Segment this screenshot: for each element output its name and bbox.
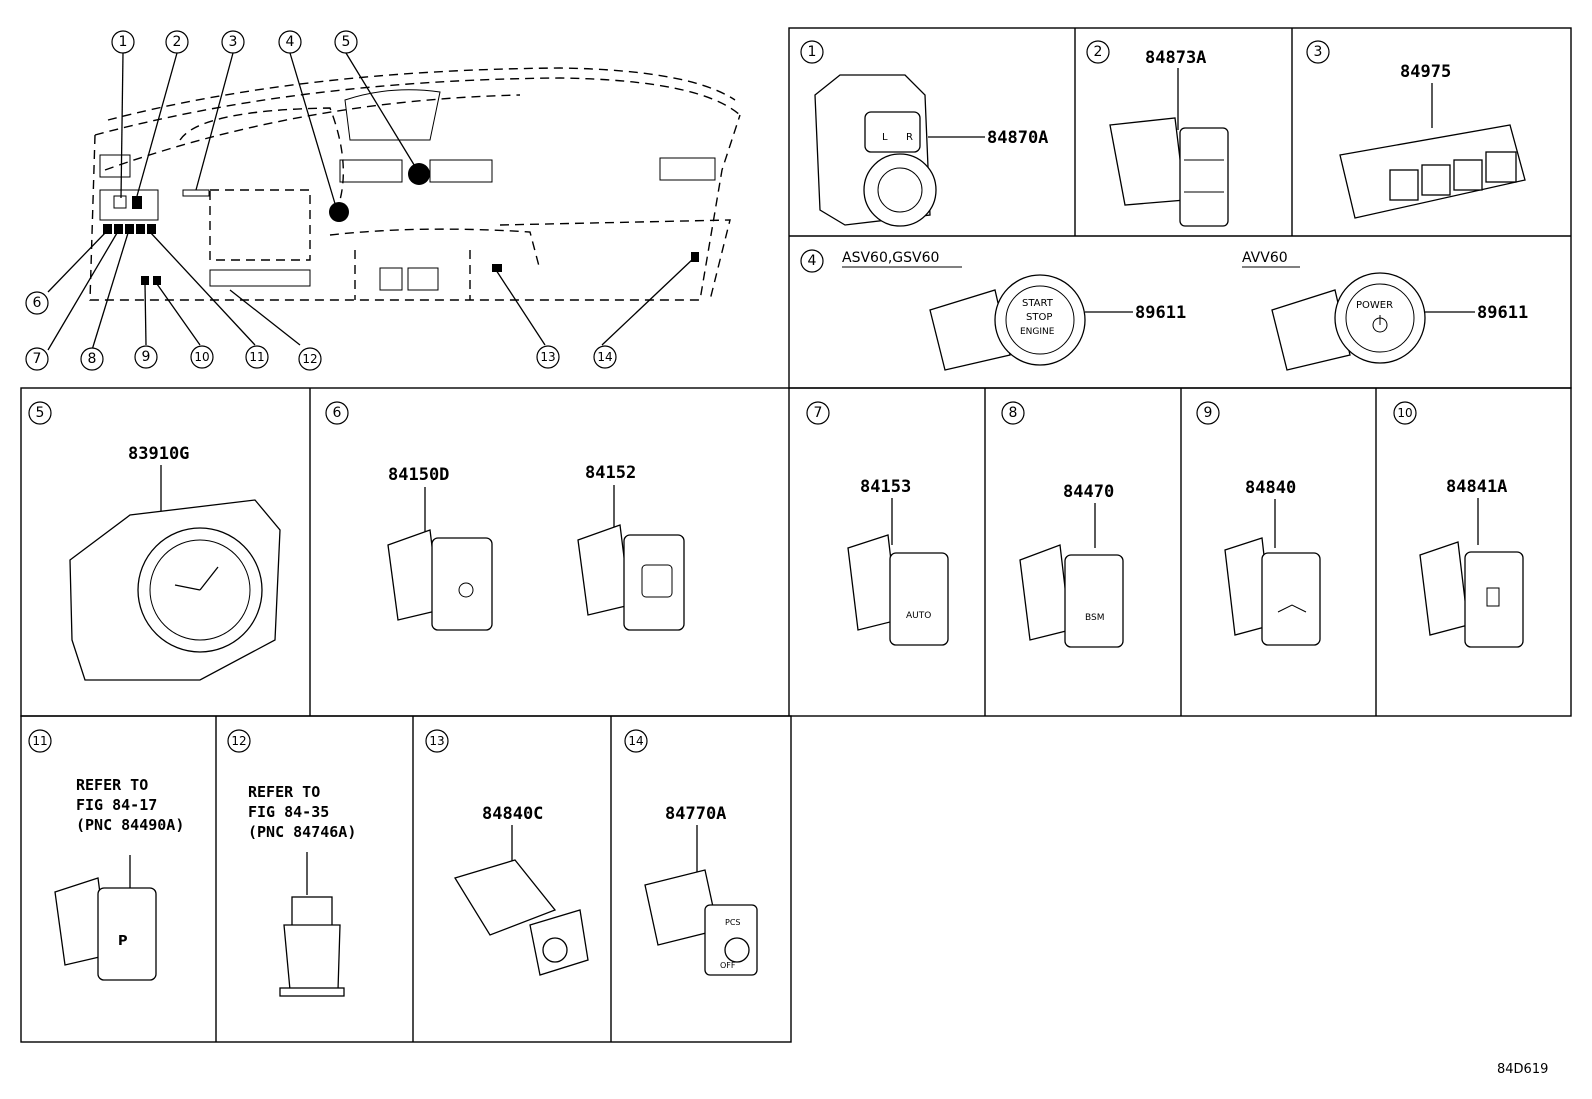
pcs-label: PCS xyxy=(725,918,741,927)
switch-84770A-illustration: PCS OFF xyxy=(644,869,758,976)
panel-6-index: 6 xyxy=(333,405,342,421)
callout-9: 9 xyxy=(142,349,151,365)
power-label: POWER xyxy=(1356,300,1393,311)
part-84975: 84975 xyxy=(1400,62,1451,82)
switch-84153-illustration: AUTO xyxy=(847,534,949,646)
svg-text:R: R xyxy=(906,132,913,143)
panel-13: 13 84840C xyxy=(425,729,589,976)
panel-2-index: 2 xyxy=(1094,44,1103,60)
callout-11: 11 xyxy=(249,350,264,364)
callout-1: 1 xyxy=(119,34,128,50)
callout-3: 3 xyxy=(229,34,238,50)
panel-5: 5 83910G xyxy=(28,401,281,681)
switch-84873A-illustration xyxy=(1109,117,1229,227)
part-89611-b: 89611 xyxy=(1477,303,1528,323)
part-89611-a: 89611 xyxy=(1135,303,1186,323)
panel-7-index: 7 xyxy=(814,405,823,421)
panel-7: 7 84153 AUTO xyxy=(806,401,949,646)
part-84470: 84470 xyxy=(1063,482,1114,502)
start-stop-button-illustration: START STOP ENGINE xyxy=(929,274,1086,371)
mirror-switch-illustration: L R xyxy=(814,74,937,227)
callout-10: 10 xyxy=(194,350,209,364)
panel-3-index: 3 xyxy=(1314,44,1323,60)
panel-10-index: 10 xyxy=(1397,406,1412,420)
callout-7: 7 xyxy=(33,351,42,367)
callout-6: 6 xyxy=(33,295,42,311)
stop-label: STOP xyxy=(1026,312,1052,323)
switch-84470-illustration: BSM xyxy=(1019,544,1124,648)
panel-11: 11 REFER TO FIG 84-17 (PNC 84490A) P xyxy=(28,729,184,981)
panel-2: 2 84873A xyxy=(1086,40,1229,227)
panel-13-index: 13 xyxy=(429,734,444,748)
switch-p12-illustration xyxy=(279,896,345,997)
part-84873A: 84873A xyxy=(1145,48,1206,68)
panel-4: 4 ASV60,GSV60 START STOP ENGINE 89611 AV… xyxy=(800,249,1528,371)
bsm-label: BSM xyxy=(1085,613,1105,623)
clock-illustration xyxy=(69,499,281,681)
p12-note-line1: REFER TO xyxy=(248,783,320,801)
callout-5: 5 xyxy=(342,34,351,50)
svg-text:L: L xyxy=(882,132,888,143)
callout-13: 13 xyxy=(540,350,555,364)
panel-4-index: 4 xyxy=(808,253,817,269)
p12-note-line2: FIG 84-35 xyxy=(248,803,329,821)
variant-asv60-gsv60: ASV60,GSV60 xyxy=(842,250,939,266)
switch-84840C-illustration xyxy=(454,859,589,976)
switch-84152-illustration xyxy=(577,524,685,631)
switch-84975-illustration xyxy=(1339,124,1526,219)
panel-10: 10 84841A xyxy=(1393,401,1524,648)
overview-leaders xyxy=(47,52,695,351)
part-84770A: 84770A xyxy=(665,804,726,824)
panel-3: 3 84975 xyxy=(1306,40,1526,219)
panel-9: 9 84840 xyxy=(1196,401,1321,646)
engine-label: ENGINE xyxy=(1020,327,1055,337)
svg-text:P: P xyxy=(118,934,128,949)
switch-84150D-illustration xyxy=(387,529,493,631)
start-label: START xyxy=(1022,298,1054,309)
part-84153: 84153 xyxy=(860,477,911,497)
auto-label: AUTO xyxy=(906,611,931,621)
panel-11-index: 11 xyxy=(32,734,47,748)
p11-note-line2: FIG 84-17 xyxy=(76,796,157,814)
switch-84841A-illustration xyxy=(1419,541,1524,648)
callout-14: 14 xyxy=(597,350,612,364)
dashboard-overview xyxy=(89,67,741,301)
panel-6: 6 84150D 84152 xyxy=(325,401,685,631)
panel-5-index: 5 xyxy=(36,405,45,421)
switch-p11-illustration: P xyxy=(54,877,157,981)
callout-2: 2 xyxy=(173,34,182,50)
figure-code: 84D619 xyxy=(1497,1062,1548,1077)
callout-12: 12 xyxy=(302,352,317,366)
p11-note-line1: REFER TO xyxy=(76,776,148,794)
overview-callouts: 1 2 3 4 5 6 7 8 9 10 11 12 13 14 xyxy=(25,30,617,371)
panel-1-index: 1 xyxy=(808,44,817,60)
callout-8: 8 xyxy=(88,351,97,367)
part-84841A: 84841A xyxy=(1446,477,1507,497)
power-button-illustration: POWER xyxy=(1271,272,1426,371)
p11-note-line3: (PNC 84490A) xyxy=(76,816,184,834)
panel-8-index: 8 xyxy=(1009,405,1018,421)
off-label: OFF xyxy=(720,961,736,970)
panel-12: 12 REFER TO FIG 84-35 (PNC 84746A) xyxy=(227,729,356,997)
part-84840: 84840 xyxy=(1245,478,1296,498)
panel-8: 8 84470 BSM xyxy=(1001,401,1124,648)
part-84840C: 84840C xyxy=(482,804,543,824)
grid-frame xyxy=(20,27,1572,1043)
panel-14: 14 84770A PCS OFF xyxy=(624,729,758,976)
switch-84840-illustration xyxy=(1224,537,1321,646)
panel-14-index: 14 xyxy=(628,734,643,748)
part-84152: 84152 xyxy=(585,463,636,483)
variant-avv60: AVV60 xyxy=(1242,250,1288,266)
part-84870A: 84870A xyxy=(987,128,1048,148)
part-83910G: 83910G xyxy=(128,444,189,464)
callout-4: 4 xyxy=(286,34,295,50)
part-84150D: 84150D xyxy=(388,465,449,485)
panel-9-index: 9 xyxy=(1204,405,1213,421)
panel-12-index: 12 xyxy=(231,734,246,748)
p12-note-line3: (PNC 84746A) xyxy=(248,823,356,841)
panel-1: 1 L R 84870A xyxy=(800,40,1048,227)
